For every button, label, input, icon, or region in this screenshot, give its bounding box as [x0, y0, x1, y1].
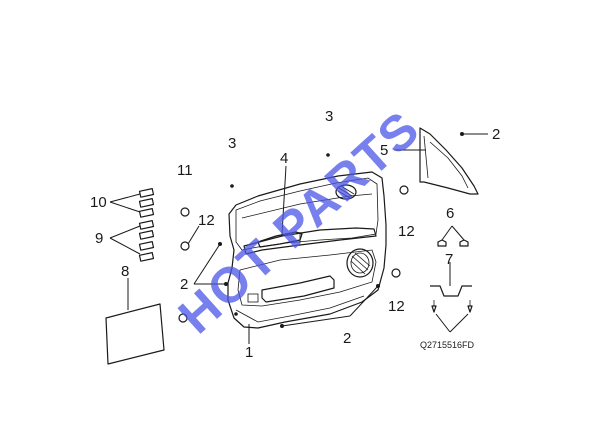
- woofer-grille: [346, 248, 374, 278]
- callout-11-plug: 11: [177, 162, 193, 179]
- callout-12-plug-right: 12: [398, 223, 415, 240]
- callout-7-bracket: 7: [445, 251, 453, 268]
- callout-labels: 2 3 3 4 5 11 12 10 9 8 2 12 6 7 12 1 2: [90, 108, 500, 361]
- diagram-code: Q2715516FD: [420, 340, 475, 350]
- clip-set: [138, 188, 155, 262]
- bracket: [430, 285, 473, 313]
- callout-2-bottom-clips: 2: [343, 330, 351, 347]
- callout-2-left-clips: 2: [180, 276, 188, 293]
- round-plugs: [178, 185, 409, 323]
- callout-5-corner-trim: 5: [380, 142, 388, 159]
- callout-3-upper-right: 3: [325, 108, 333, 125]
- callout-8-insulation-pad: 8: [121, 263, 129, 280]
- callout-12-plug-lower: 12: [388, 298, 405, 315]
- callout-6-small-clips: 6: [446, 205, 454, 222]
- callout-1-door-trim: 1: [245, 344, 253, 361]
- small-clips: [437, 239, 469, 247]
- callout-2-corner-trim: 2: [492, 126, 500, 143]
- leader-lines: [109, 132, 488, 344]
- callout-12-plug-left: 12: [198, 212, 215, 229]
- door-trim-panel: [227, 171, 387, 329]
- handle-cover: [257, 231, 303, 248]
- callout-9-clips: 9: [95, 230, 103, 247]
- callout-3-upper-left: 3: [228, 135, 236, 152]
- insulation-pad: [105, 303, 165, 365]
- callout-4-handle-cover: 4: [280, 150, 288, 167]
- callout-10-clips: 10: [90, 194, 107, 211]
- tweeter-grille: [335, 184, 357, 200]
- corner-trim: [419, 127, 479, 195]
